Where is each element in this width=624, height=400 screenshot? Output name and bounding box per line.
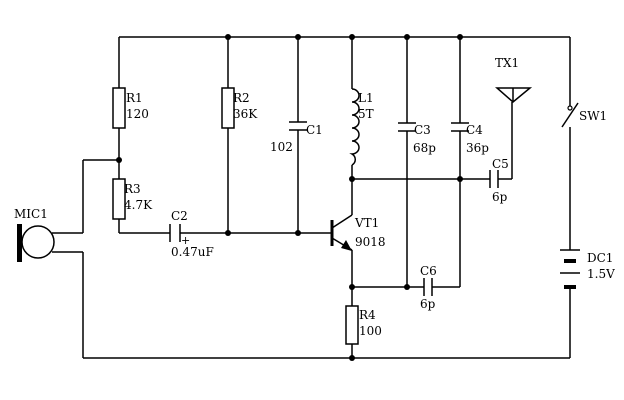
r4-ref: R4 (359, 308, 376, 322)
c5-ref: C5 (492, 157, 509, 171)
switch-sw1: SW1 (561, 102, 607, 128)
capacitor-c3: C3 68p (398, 122, 436, 155)
mic1-ref: MIC1 (14, 207, 48, 221)
sw1-ref: SW1 (579, 109, 607, 123)
vt1-ref: VT1 (354, 216, 379, 230)
capacitor-c6: C6 6p (420, 264, 437, 311)
r1-ref: R1 (126, 91, 143, 105)
transistor-vt1: VT1 9018 (330, 214, 386, 251)
c1-ref: C1 (306, 123, 323, 137)
r1-value: 120 (126, 107, 149, 121)
c3-value: 68p (413, 141, 436, 155)
tx1-ref: TX1 (495, 56, 519, 70)
c5-value: 6p (492, 190, 508, 204)
capacitor-c2: C2 + 0.47uF (169, 209, 214, 259)
junction-dots (116, 34, 463, 361)
microphone-mic1: MIC1 (14, 207, 55, 262)
l1-value: 5T (358, 107, 374, 121)
capacitor-c5: C5 6p (489, 157, 509, 204)
c2-polarity: + (181, 234, 190, 247)
r2-ref: R2 (233, 91, 250, 105)
r3-value: 4.7K (124, 198, 153, 212)
vt1-value: 9018 (355, 235, 386, 249)
c2-ref: C2 (171, 209, 188, 223)
c4-value: 36p (466, 141, 489, 155)
c1-value: 102 (270, 140, 293, 154)
battery-dc1: DC1 1.5V (560, 249, 615, 289)
dc1-value: 1.5V (587, 267, 615, 281)
resistor-r4: R4 100 (345, 305, 382, 345)
inductor-l1: L1 5T (349, 88, 374, 166)
l1-ref: L1 (358, 91, 374, 105)
resistor-r1: R1 120 (112, 87, 149, 129)
r3-ref: R3 (124, 182, 141, 196)
c6-ref: C6 (420, 264, 437, 278)
dc1-ref: DC1 (587, 251, 613, 265)
r2-value: 36K (233, 107, 258, 121)
antenna-tx1: TX1 (495, 56, 533, 103)
resistor-r3: R3 4.7K (112, 178, 153, 220)
resistor-r2: R2 36K (221, 87, 258, 129)
c2-value: 0.47uF (171, 245, 214, 259)
capacitor-c1: C1 102 (270, 121, 323, 154)
wires (52, 36, 571, 359)
c4-ref: C4 (466, 123, 483, 137)
r4-value: 100 (359, 324, 382, 338)
capacitor-c4: C4 36p (451, 122, 489, 155)
c3-ref: C3 (414, 123, 431, 137)
c6-value: 6p (420, 297, 436, 311)
